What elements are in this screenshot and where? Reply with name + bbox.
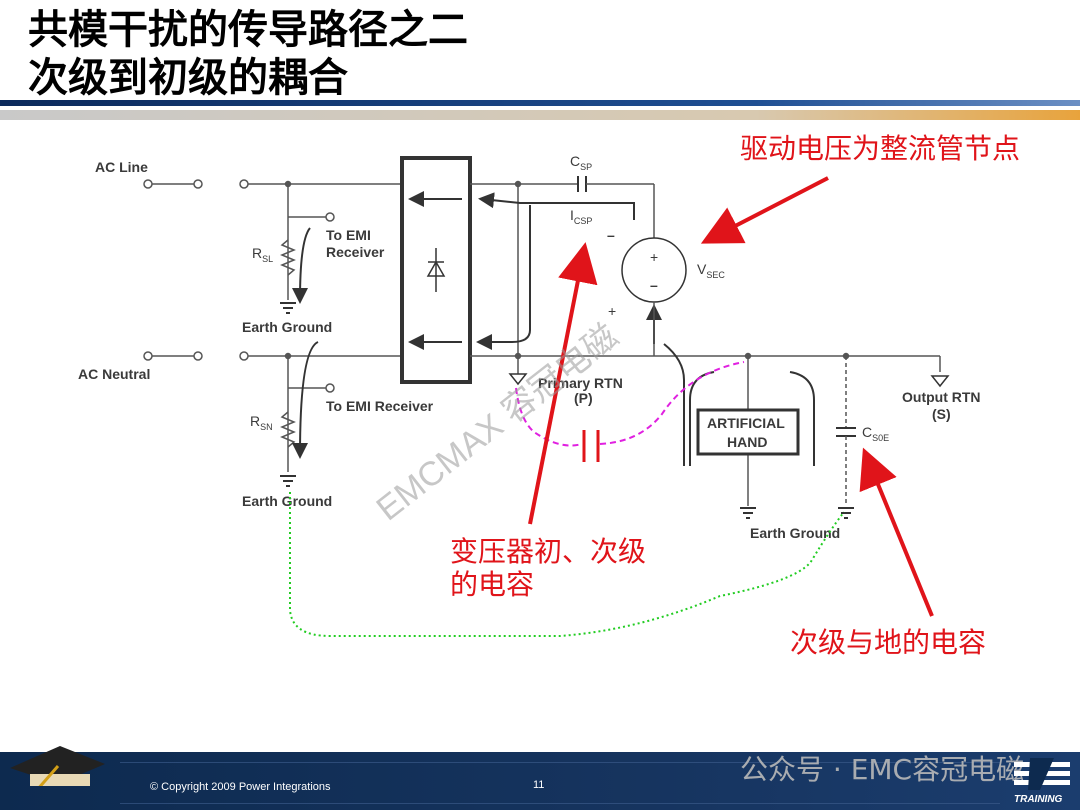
earth-ground-label-2: Earth Ground	[242, 493, 332, 509]
output-rtn-label-2: (S)	[932, 406, 951, 422]
earth-ground-symbol-1	[280, 302, 296, 314]
rsn-label: RSN	[250, 413, 273, 432]
ac-line-wire	[248, 180, 402, 300]
earth-ground-symbol-2	[280, 475, 296, 487]
coupling-capacitor-red	[582, 430, 600, 462]
primary-rtn-triangle	[508, 373, 528, 386]
secondary-plus: +	[608, 303, 616, 319]
arrow-to-vsec	[700, 176, 829, 244]
artificial-hand-label-2: HAND	[727, 434, 767, 450]
title-line-2: 次级到初级的耦合	[28, 54, 348, 101]
ac-neutral-label: AC Neutral	[78, 366, 150, 382]
ac-neutral-wire	[248, 352, 402, 472]
to-emi-receiver-label-2: To EMI Receiver	[326, 398, 434, 414]
footer-circuit-lines	[120, 762, 1000, 804]
footer-wechat-watermark: 公众号 · EMC容冠电磁	[740, 753, 1025, 786]
vsec-plus: +	[650, 249, 658, 265]
ac-line-label: AC Line	[95, 159, 148, 175]
footer-bar	[0, 746, 1080, 810]
earth-ground-symbol-3	[740, 507, 756, 519]
cs0e-label: CS0E	[862, 424, 889, 443]
earth-ground-label-1: Earth Ground	[242, 319, 332, 335]
rsl-label: RSL	[252, 245, 273, 264]
vsec-minus: –	[650, 277, 658, 293]
csp-label: CSP	[570, 153, 592, 172]
secondary-current-path-left	[663, 343, 685, 466]
graduation-cap-icon	[10, 746, 105, 786]
arrow-to-csp	[528, 242, 598, 525]
primary-current-top	[478, 192, 635, 220]
coupling-path-magenta-2	[599, 361, 745, 445]
cs0e-capacitor	[836, 427, 856, 437]
slide-title: 共模干扰的传导路径之二 次级到初级的耦合	[28, 6, 468, 102]
title-underline	[0, 100, 1080, 106]
artificial-hand-label-1: ARTIFICIAL	[707, 415, 785, 431]
arrow-to-cs0e	[859, 447, 934, 617]
ac-neutral-terminals	[143, 351, 249, 361]
footer-copyright: © Copyright 2009 Power Integrations	[150, 781, 331, 793]
ac-line-terminals	[143, 179, 249, 189]
vsec-label: VSEC	[697, 261, 725, 280]
callout-drive-voltage: 驱动电压为整流管节点	[740, 132, 1021, 165]
csp-capacitor	[577, 176, 587, 192]
callout-transformer-cap-1: 变压器初、次级	[450, 535, 647, 568]
rsn-resistor	[280, 411, 296, 448]
to-emi-receiver-label-1a: To EMI	[326, 227, 371, 243]
output-rtn-triangle	[930, 375, 950, 388]
callout-transformer-cap-2: 的电容	[450, 568, 535, 601]
icsp-label: ICSP	[570, 207, 592, 226]
earth-ground-label-3: Earth Ground	[750, 525, 840, 541]
output-rtn-label-1: Output RTN	[902, 389, 981, 405]
callout-secondary-ground-cap: 次级与地的电容	[790, 626, 987, 659]
to-emi-receiver-label-1b: Receiver	[326, 244, 385, 260]
primary-current-return	[476, 205, 531, 350]
icsp-minus: –	[607, 227, 615, 243]
earth-ground-symbol-4	[838, 507, 854, 519]
title-line-1: 共模干扰的传导路径之二	[28, 6, 468, 53]
to-emi-receiver-arrow-2	[292, 341, 319, 459]
artificial-hand-box	[696, 408, 800, 456]
to-emi-receiver-arrow-1	[292, 227, 311, 304]
title-underline-shadow	[0, 110, 1080, 120]
training-label: TRAINING	[1014, 794, 1063, 805]
secondary-current-path-right	[789, 371, 815, 466]
secondary-rail	[653, 302, 941, 506]
primary-rtn-label-2: (P)	[574, 390, 593, 406]
footer-page-number: 11	[533, 779, 545, 791]
pi-logo-icon	[1014, 758, 1070, 790]
rsl-resistor	[280, 239, 296, 276]
bridge-diode-icon	[426, 248, 446, 292]
